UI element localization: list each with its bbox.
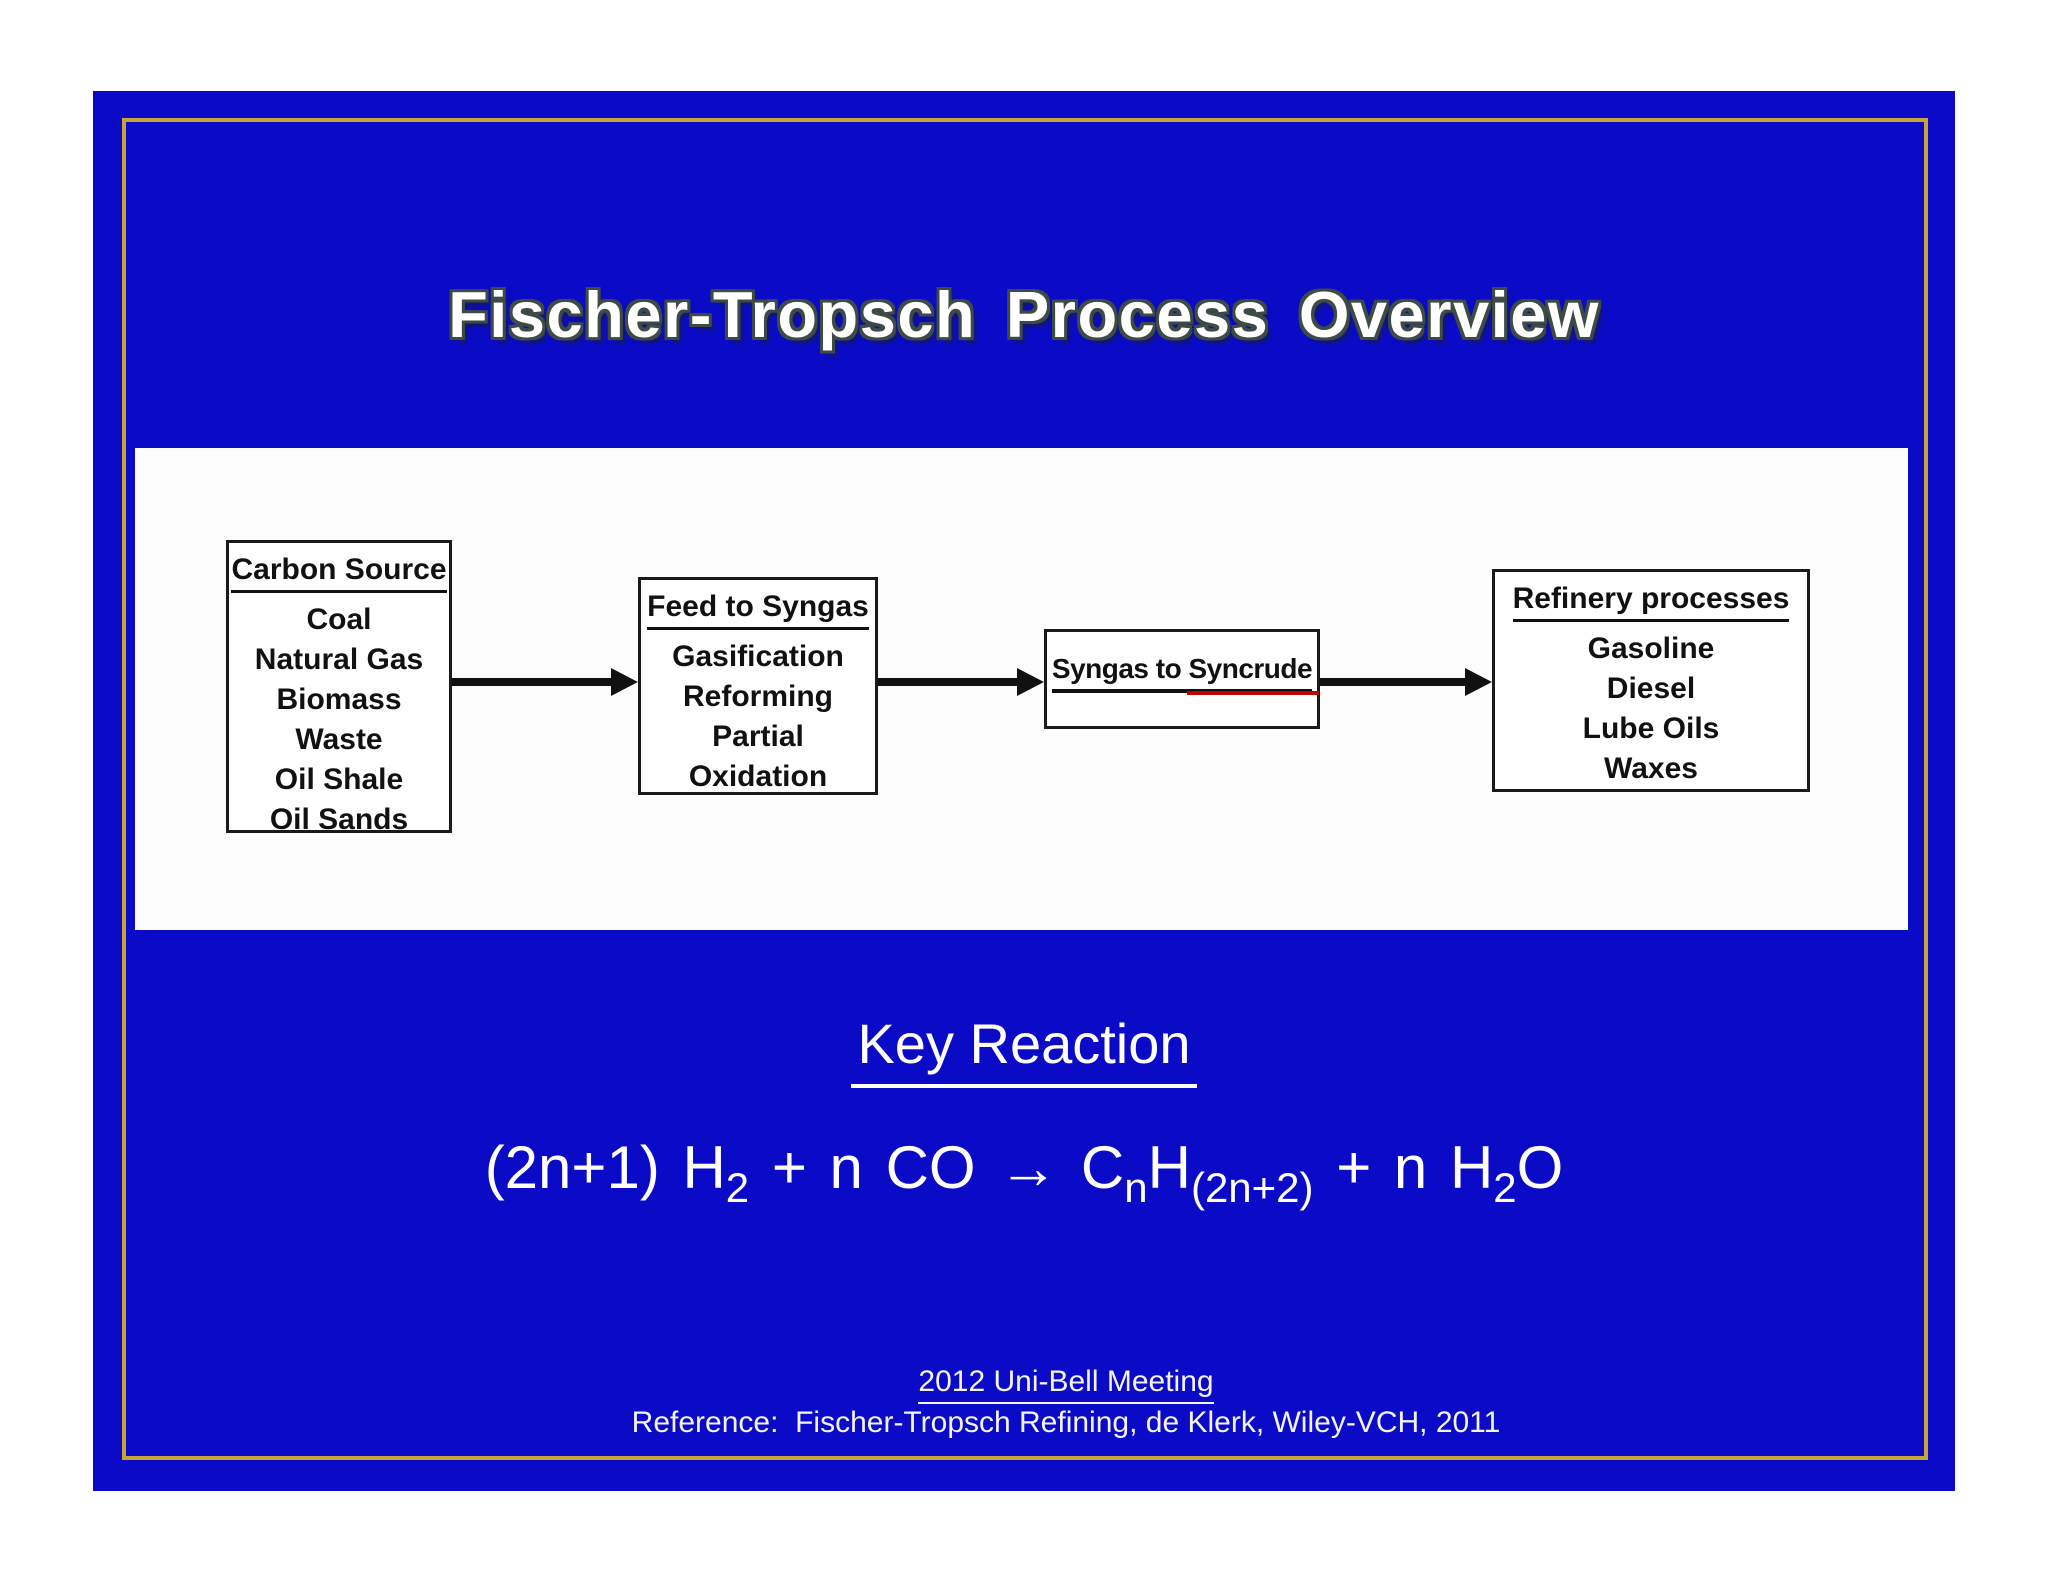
diagram-box-carbon-source: Carbon Source Coal Natural Gas Biomass W… (226, 540, 452, 836)
equation-subscript: 2 (1493, 1164, 1517, 1211)
equation-subscript: (2n+2) (1190, 1164, 1314, 1211)
box-item: Partial (712, 720, 804, 753)
box-item: Biomass (276, 683, 402, 716)
box-heading: Refinery processes (1512, 582, 1790, 622)
flow-arrow-2 (878, 668, 1044, 696)
reaction-equation: (2n+1) H2 + n CO → CnH(2n+2) + n H2O (93, 1133, 1955, 1212)
slide-title: Fischer-Tropsch Process Overview (448, 278, 1600, 351)
box-item: Waste (295, 723, 383, 756)
box-item: Oil Shale (274, 763, 404, 796)
arrow-line (452, 678, 611, 686)
box-item: Gasoline (1587, 632, 1715, 665)
box-item: Reforming (683, 680, 833, 713)
presentation-slide: Fischer-Tropsch Process Overview Carbon … (93, 91, 1955, 1491)
arrow-head-icon (611, 668, 638, 696)
diagram-box-feed-to-syngas: Feed to Syngas Gasification Reforming Pa… (638, 577, 878, 795)
box-item: Coal (306, 603, 372, 636)
key-reaction-section: Key Reaction (93, 1011, 1955, 1088)
equation-segment: → C (998, 1134, 1125, 1201)
equation-segment: + n H (1313, 1134, 1494, 1201)
box-heading: Syngas to Syncrude (1051, 652, 1313, 693)
box-item: Natural Gas (254, 643, 424, 676)
box-item: Lube Oils (1582, 712, 1720, 745)
equation-segment: + n CO (749, 1134, 999, 1201)
arrow-head-icon (1017, 668, 1044, 696)
footer-meeting-line: 2012 Uni-Bell Meeting (918, 1363, 1214, 1404)
box-heading-part1: Syngas to (1051, 653, 1189, 684)
equation-segment: H (1147, 1134, 1191, 1201)
diagram-box-refinery-processes: Refinery processes Gasoline Diesel Lube … (1492, 569, 1810, 792)
flow-arrow-1 (452, 668, 638, 696)
arrow-line (878, 678, 1017, 686)
box-item: Waxes (1604, 752, 1698, 785)
box-item: Oxidation (688, 760, 828, 793)
equation-subscript: 2 (725, 1164, 750, 1211)
key-reaction-heading: Key Reaction (851, 1011, 1197, 1088)
flow-arrow-3 (1320, 668, 1492, 696)
box-item: Gasification (672, 640, 844, 673)
diagram-box-syngas-to-syncrude: Syngas to Syncrude (1044, 629, 1320, 729)
footer-reference-line: Reference: Fischer-Tropsch Refining, de … (631, 1406, 1501, 1439)
box-heading: Carbon Source (231, 553, 447, 593)
arrow-head-icon (1465, 668, 1492, 696)
slide-footer: 2012 Uni-Bell Meeting Reference: Fischer… (135, 1363, 1997, 1442)
box-item: Oil Sands (269, 803, 409, 836)
box-heading: Feed to Syngas (647, 590, 869, 630)
equation-subscript: n (1124, 1164, 1148, 1211)
equation-segment: O (1516, 1134, 1564, 1201)
box-item: Diesel (1606, 672, 1696, 705)
arrow-line (1320, 678, 1465, 686)
box-heading-part2-spellcheck: Syncrude (1188, 653, 1313, 684)
equation-segment: (2n+1) H (484, 1134, 726, 1201)
